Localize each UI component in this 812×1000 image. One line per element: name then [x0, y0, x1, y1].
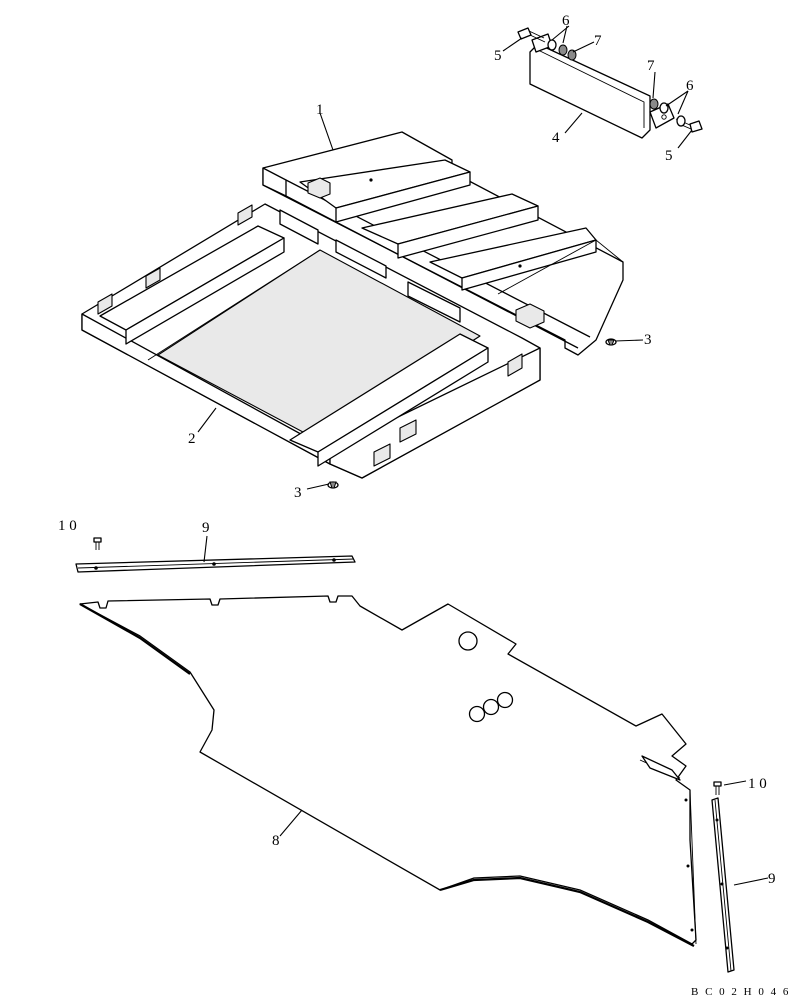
screw-10-right — [713, 781, 722, 795]
callout-6-right: 6 — [686, 78, 694, 94]
callout-7-right: 7 — [647, 58, 655, 74]
callout-9-upper: 9 — [202, 520, 210, 536]
fastener-3-lower — [327, 481, 339, 489]
part-9-trim-strip-upper — [75, 555, 356, 573]
callout-5-right: 5 — [665, 148, 673, 164]
washers-and-nuts — [547, 39, 686, 127]
bolt-5-left — [517, 27, 546, 43]
callout-5-left: 5 — [494, 48, 502, 64]
callout-3-upper: 3 — [644, 332, 652, 348]
callout-6-upper: 6 — [562, 13, 570, 29]
fastener-3-upper — [605, 338, 617, 346]
callout-1: 1 — [316, 102, 324, 118]
leader-lines — [197, 25, 769, 886]
part-8-floor-plate — [79, 595, 697, 947]
part-1-upper-floor-mat — [262, 131, 624, 356]
callout-8: 8 — [272, 833, 280, 849]
part-9-trim-strip-right — [711, 797, 735, 973]
callout-2: 2 — [188, 431, 196, 447]
callout-4: 4 — [552, 130, 560, 146]
callout-3-lower: 3 — [294, 485, 302, 501]
drawing-code: B C 0 2 H 0 4 6 — [691, 986, 790, 998]
part-2-lower-floor-mat — [81, 203, 541, 479]
callout-labels: 1 2 3 3 4 5 5 6 6 7 7 8 9 9 1 0 1 0 — [58, 13, 776, 887]
bolt-5-right — [675, 118, 703, 133]
callout-10-right: 1 0 — [748, 776, 767, 792]
callout-9-right: 9 — [768, 871, 776, 887]
callout-10-upper: 1 0 — [58, 518, 77, 534]
screw-10-upper — [93, 537, 102, 550]
callout-7-upper: 7 — [594, 33, 602, 49]
